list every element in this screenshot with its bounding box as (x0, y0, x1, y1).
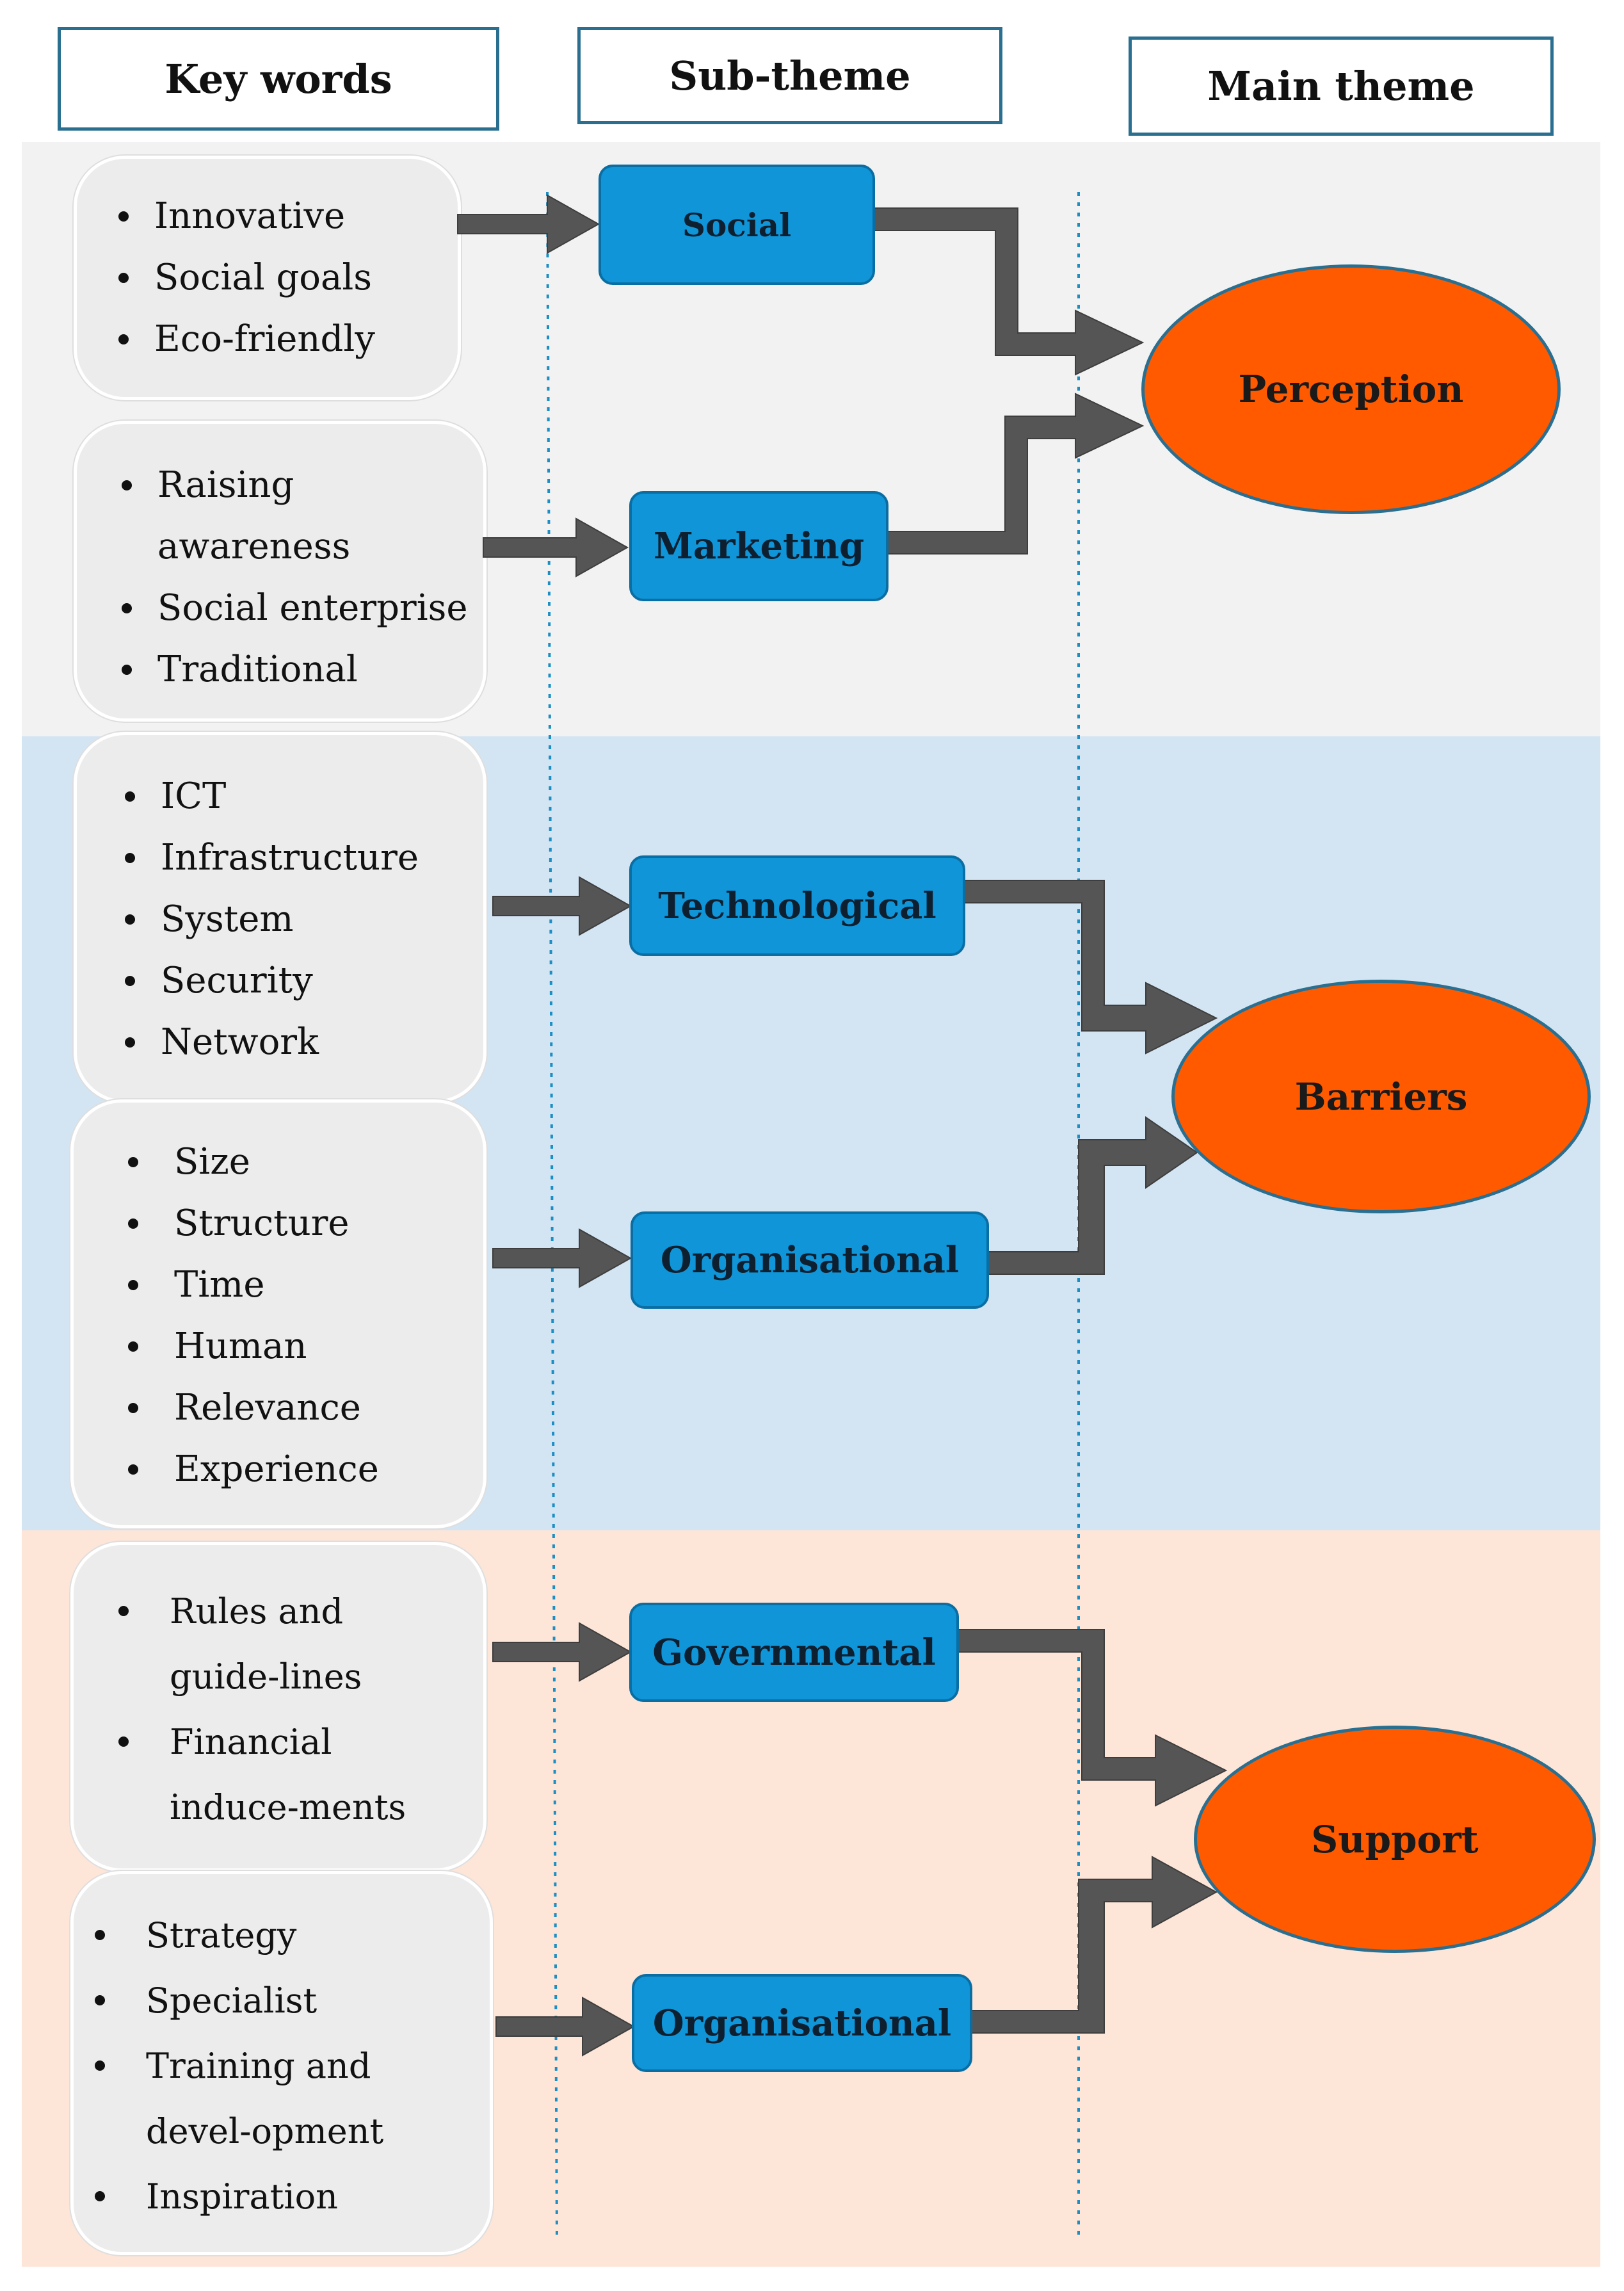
arrow-keywords-to-organisational-support (495, 1996, 636, 2057)
list-item: Time (128, 1254, 379, 1316)
keyword-list-technological: ICT Infrastructure System Security Netwo… (125, 766, 419, 1073)
keyword-box-social (74, 156, 461, 400)
keyword-box-organisational-barriers (70, 1099, 486, 1528)
list-item: Raising awareness (122, 455, 467, 578)
arrow-keywords-to-technological (492, 876, 632, 936)
list-item: Financial induce-ments (118, 1710, 451, 1840)
arrow-organisational-to-barriers (985, 1116, 1198, 1275)
subtheme-technological: Technological (629, 855, 965, 956)
arrow-keywords-to-organisational-barriers (492, 1228, 632, 1288)
subtheme-social: Social (599, 165, 875, 285)
list-item: Innovative (118, 186, 375, 247)
list-item: Human (128, 1316, 379, 1377)
keyword-list-governmental: Rules and guide-lines Financial induce-m… (118, 1579, 451, 1840)
list-item: ICT (125, 766, 419, 827)
keyword-list-organisational-barriers: Size Structure Time Human Relevance Expe… (128, 1131, 379, 1500)
list-item: Security (125, 950, 419, 1012)
keyword-box-marketing (74, 421, 486, 722)
list-item: Network (125, 1012, 419, 1073)
list-item: Structure (128, 1193, 379, 1254)
list-item: Experience (128, 1439, 379, 1500)
arrow-marketing-to-perception (886, 393, 1145, 555)
keyword-box-organisational-support (70, 1871, 493, 2255)
maintheme-perception: Perception (1141, 264, 1561, 514)
list-item: Inspiration (95, 2164, 466, 2230)
keyword-list-marketing: Raising awareness Social enterprise Trad… (122, 455, 467, 700)
arrow-keywords-to-marketing (483, 517, 629, 578)
maintheme-support: Support (1194, 1726, 1596, 1953)
keyword-list-social: Innovative Social goals Eco-friendly (118, 186, 375, 370)
subtheme-organisational-barriers: Organisational (631, 1211, 989, 1309)
arrow-governmental-to-support (956, 1629, 1228, 1807)
arrow-organisational-to-support (969, 1856, 1218, 2034)
list-item: System (125, 889, 419, 950)
list-item: Social goals (118, 247, 375, 309)
list-item: Rules and guide-lines (118, 1579, 451, 1710)
subtheme-marketing: Marketing (629, 491, 888, 601)
subtheme-governmental: Governmental (629, 1603, 959, 1702)
list-item: Infrastructure (125, 827, 419, 889)
list-item: Traditional (122, 639, 467, 700)
keyword-box-governmental (70, 1542, 486, 1872)
arrow-keywords-to-social (457, 194, 600, 254)
list-item: Strategy (95, 1903, 466, 1968)
list-item: Relevance (128, 1377, 379, 1439)
header-sub-theme: Sub-theme (577, 27, 1002, 124)
list-item: Training and devel-opment (95, 2034, 466, 2164)
subtheme-organisational-support: Organisational (632, 1974, 972, 2072)
list-item: Social enterprise (122, 578, 467, 639)
arrow-technological-to-barriers (963, 880, 1218, 1055)
header-key-words: Key words (58, 27, 499, 131)
arrow-keywords-to-governmental (492, 1622, 632, 1682)
header-main-theme: Main theme (1129, 36, 1554, 136)
keyword-list-organisational-support: Strategy Specialist Training and devel-o… (95, 1903, 466, 2230)
list-item: Size (128, 1131, 379, 1193)
arrow-social-to-perception (870, 207, 1145, 376)
list-item: Specialist (95, 1968, 466, 2034)
maintheme-barriers: Barriers (1171, 980, 1591, 1213)
list-item: Eco-friendly (118, 309, 375, 370)
